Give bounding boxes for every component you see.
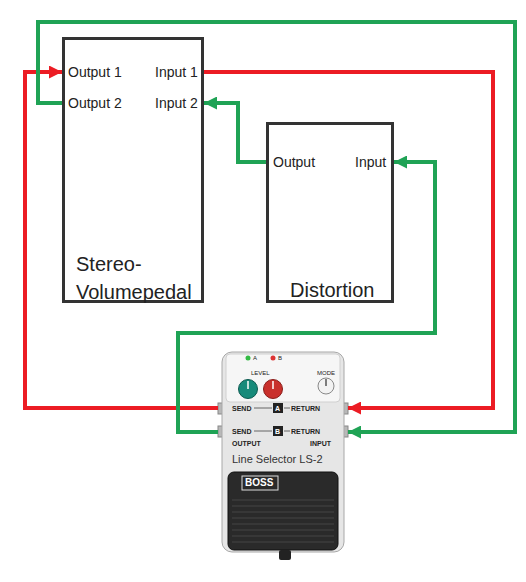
device-box: Output 1 Input 1 Output 2 Input 2 Stereo- Vo…	[62, 37, 204, 303]
level-knob	[239, 380, 258, 399]
knob-mark	[272, 381, 274, 389]
port-label: Input 2	[155, 96, 198, 110]
led-label: B	[278, 355, 282, 361]
port-label: Output 2	[68, 96, 122, 110]
pedal-body	[222, 352, 344, 552]
knob-mark	[325, 379, 327, 386]
control-panel	[226, 354, 340, 402]
device-box: Output InputDistortion	[266, 122, 394, 303]
port-label: Output 1	[68, 65, 122, 79]
signal-cable	[204, 103, 266, 162]
control-label: LEVEL	[251, 370, 270, 376]
port-label: Input 1	[155, 65, 198, 79]
control-label: MODE	[317, 370, 335, 376]
signal-cable	[38, 22, 515, 432]
channel-label: A	[275, 405, 280, 412]
jack-label: SEND	[232, 428, 251, 435]
jack-label: RETURN	[291, 428, 320, 435]
brand-logo: BOSS	[245, 478, 273, 488]
line-selector-pedal	[218, 352, 348, 560]
thumbscrew	[279, 550, 291, 560]
jack-label: OUTPUT	[232, 440, 261, 447]
channel-box	[273, 403, 283, 413]
treadle	[228, 472, 338, 550]
mode-knob	[318, 378, 334, 394]
jack-label: RETURN	[291, 405, 320, 412]
logo-frame	[242, 476, 278, 490]
level-knob	[264, 380, 283, 399]
knob-mark	[247, 381, 249, 389]
jack-label: SEND	[232, 405, 251, 412]
treadle-ribs	[232, 500, 334, 542]
device-name: Distortion	[290, 280, 374, 300]
divider	[284, 431, 290, 432]
pedal-name: Line Selector LS-2	[232, 454, 323, 465]
channel-label: B	[275, 428, 280, 435]
led	[271, 356, 276, 361]
channel-box	[273, 426, 283, 436]
divider	[284, 408, 290, 409]
signal-cable	[25, 72, 218, 408]
signal-cable	[204, 72, 493, 408]
led	[246, 356, 251, 361]
divider	[254, 408, 272, 409]
device-name: Stereo- Volumepedal	[76, 250, 198, 306]
port-label: Input	[355, 155, 386, 169]
divider	[254, 431, 272, 432]
port-label: Output	[273, 155, 315, 169]
pedal-node: A B LEVEL MODE SEND A RETURN SEND B RETURN OUTPUT I…	[218, 350, 348, 565]
signal-cable	[178, 162, 435, 432]
led-label: A	[253, 355, 257, 361]
jack-label: INPUT	[310, 440, 331, 447]
